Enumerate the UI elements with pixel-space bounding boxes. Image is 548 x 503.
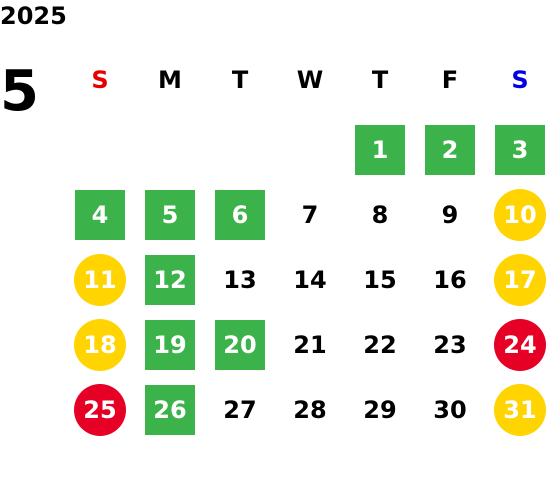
day-cell-10[interactable]: 10 bbox=[494, 189, 546, 241]
day-cell-2[interactable]: 2 bbox=[425, 125, 475, 175]
day-cell-15[interactable]: 15 bbox=[363, 266, 397, 294]
weekday-label-thu: T bbox=[371, 66, 389, 94]
day-cell-24[interactable]: 24 bbox=[494, 319, 546, 371]
day-cell-1[interactable]: 1 bbox=[355, 125, 405, 175]
day-cell-19[interactable]: 19 bbox=[145, 320, 195, 370]
day-cell-29[interactable]: 29 bbox=[363, 396, 397, 424]
day-cell-16[interactable]: 16 bbox=[433, 266, 467, 294]
calendar-year: 2025 bbox=[0, 2, 67, 30]
day-cell-28[interactable]: 28 bbox=[293, 396, 327, 424]
day-cell-27[interactable]: 27 bbox=[223, 396, 257, 424]
day-cell-9[interactable]: 9 bbox=[441, 201, 459, 229]
day-cell-30[interactable]: 30 bbox=[433, 396, 467, 424]
day-cell-23[interactable]: 23 bbox=[433, 331, 467, 359]
day-cell-21[interactable]: 21 bbox=[293, 331, 327, 359]
calendar-month: 5 bbox=[0, 59, 39, 124]
day-cell-14[interactable]: 14 bbox=[293, 266, 327, 294]
day-cell-8[interactable]: 8 bbox=[371, 201, 389, 229]
day-cell-20[interactable]: 20 bbox=[215, 320, 265, 370]
day-cell-17[interactable]: 17 bbox=[494, 254, 546, 306]
day-cell-12[interactable]: 12 bbox=[145, 255, 195, 305]
day-cell-6[interactable]: 6 bbox=[215, 190, 265, 240]
day-cell-18[interactable]: 18 bbox=[74, 319, 126, 371]
weekday-label-sat: S bbox=[511, 66, 529, 94]
weekday-label-sun: S bbox=[91, 66, 109, 94]
day-cell-26[interactable]: 26 bbox=[145, 385, 195, 435]
day-cell-31[interactable]: 31 bbox=[494, 384, 546, 436]
day-cell-3[interactable]: 3 bbox=[495, 125, 545, 175]
day-cell-22[interactable]: 22 bbox=[363, 331, 397, 359]
day-cell-25[interactable]: 25 bbox=[74, 384, 126, 436]
weekday-label-fri: F bbox=[441, 66, 459, 94]
day-cell-7[interactable]: 7 bbox=[301, 201, 319, 229]
day-cell-4[interactable]: 4 bbox=[75, 190, 125, 240]
day-cell-13[interactable]: 13 bbox=[223, 266, 257, 294]
day-cell-11[interactable]: 11 bbox=[74, 254, 126, 306]
weekday-label-tue: T bbox=[231, 66, 249, 94]
weekday-label-wed: W bbox=[296, 66, 324, 94]
weekday-label-mon: M bbox=[158, 66, 182, 94]
day-cell-5[interactable]: 5 bbox=[145, 190, 195, 240]
